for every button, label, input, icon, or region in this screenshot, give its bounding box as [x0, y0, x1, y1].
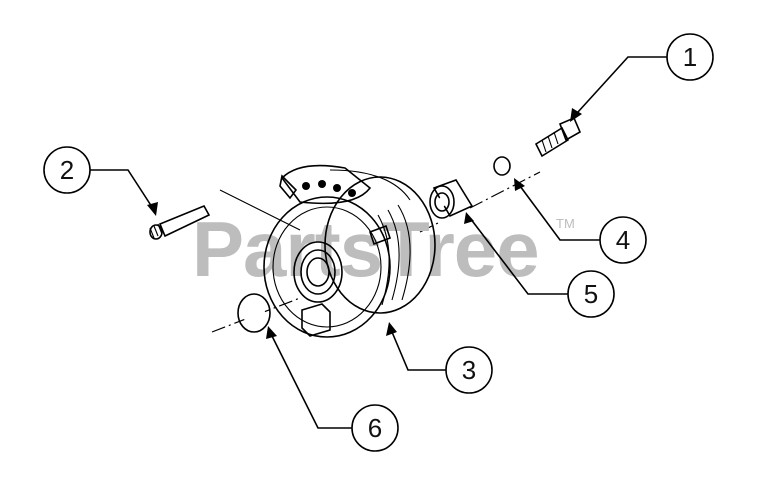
callout-4: 4: [599, 216, 647, 264]
callout-label: 1: [683, 42, 697, 72]
callout-6: 6: [351, 404, 399, 452]
watermark-trademark: TM: [556, 216, 575, 231]
callout-label: 5: [584, 279, 598, 309]
callout-label: 6: [368, 413, 382, 443]
leader-lines: [90, 56, 667, 429]
part-nut: [493, 156, 511, 176]
watermark-text: PartsTree: [192, 205, 539, 293]
callout-1: 1: [666, 33, 714, 81]
watermark: PartsTree TM: [192, 205, 575, 293]
callout-2: 2: [43, 146, 91, 194]
part-bolt: [534, 116, 582, 158]
callout-label: 4: [616, 225, 630, 255]
callout-label: 2: [60, 155, 74, 185]
part-spacer-sleeve: [429, 179, 474, 219]
part-stud-pin: [149, 189, 301, 240]
callout-3: 3: [445, 346, 493, 394]
callout-label: 3: [462, 355, 476, 385]
part-clutch-assembly: [263, 164, 436, 338]
assembly-axis: [211, 171, 541, 333]
part-ring-washer: [237, 293, 271, 333]
callout-5: 5: [567, 270, 615, 318]
